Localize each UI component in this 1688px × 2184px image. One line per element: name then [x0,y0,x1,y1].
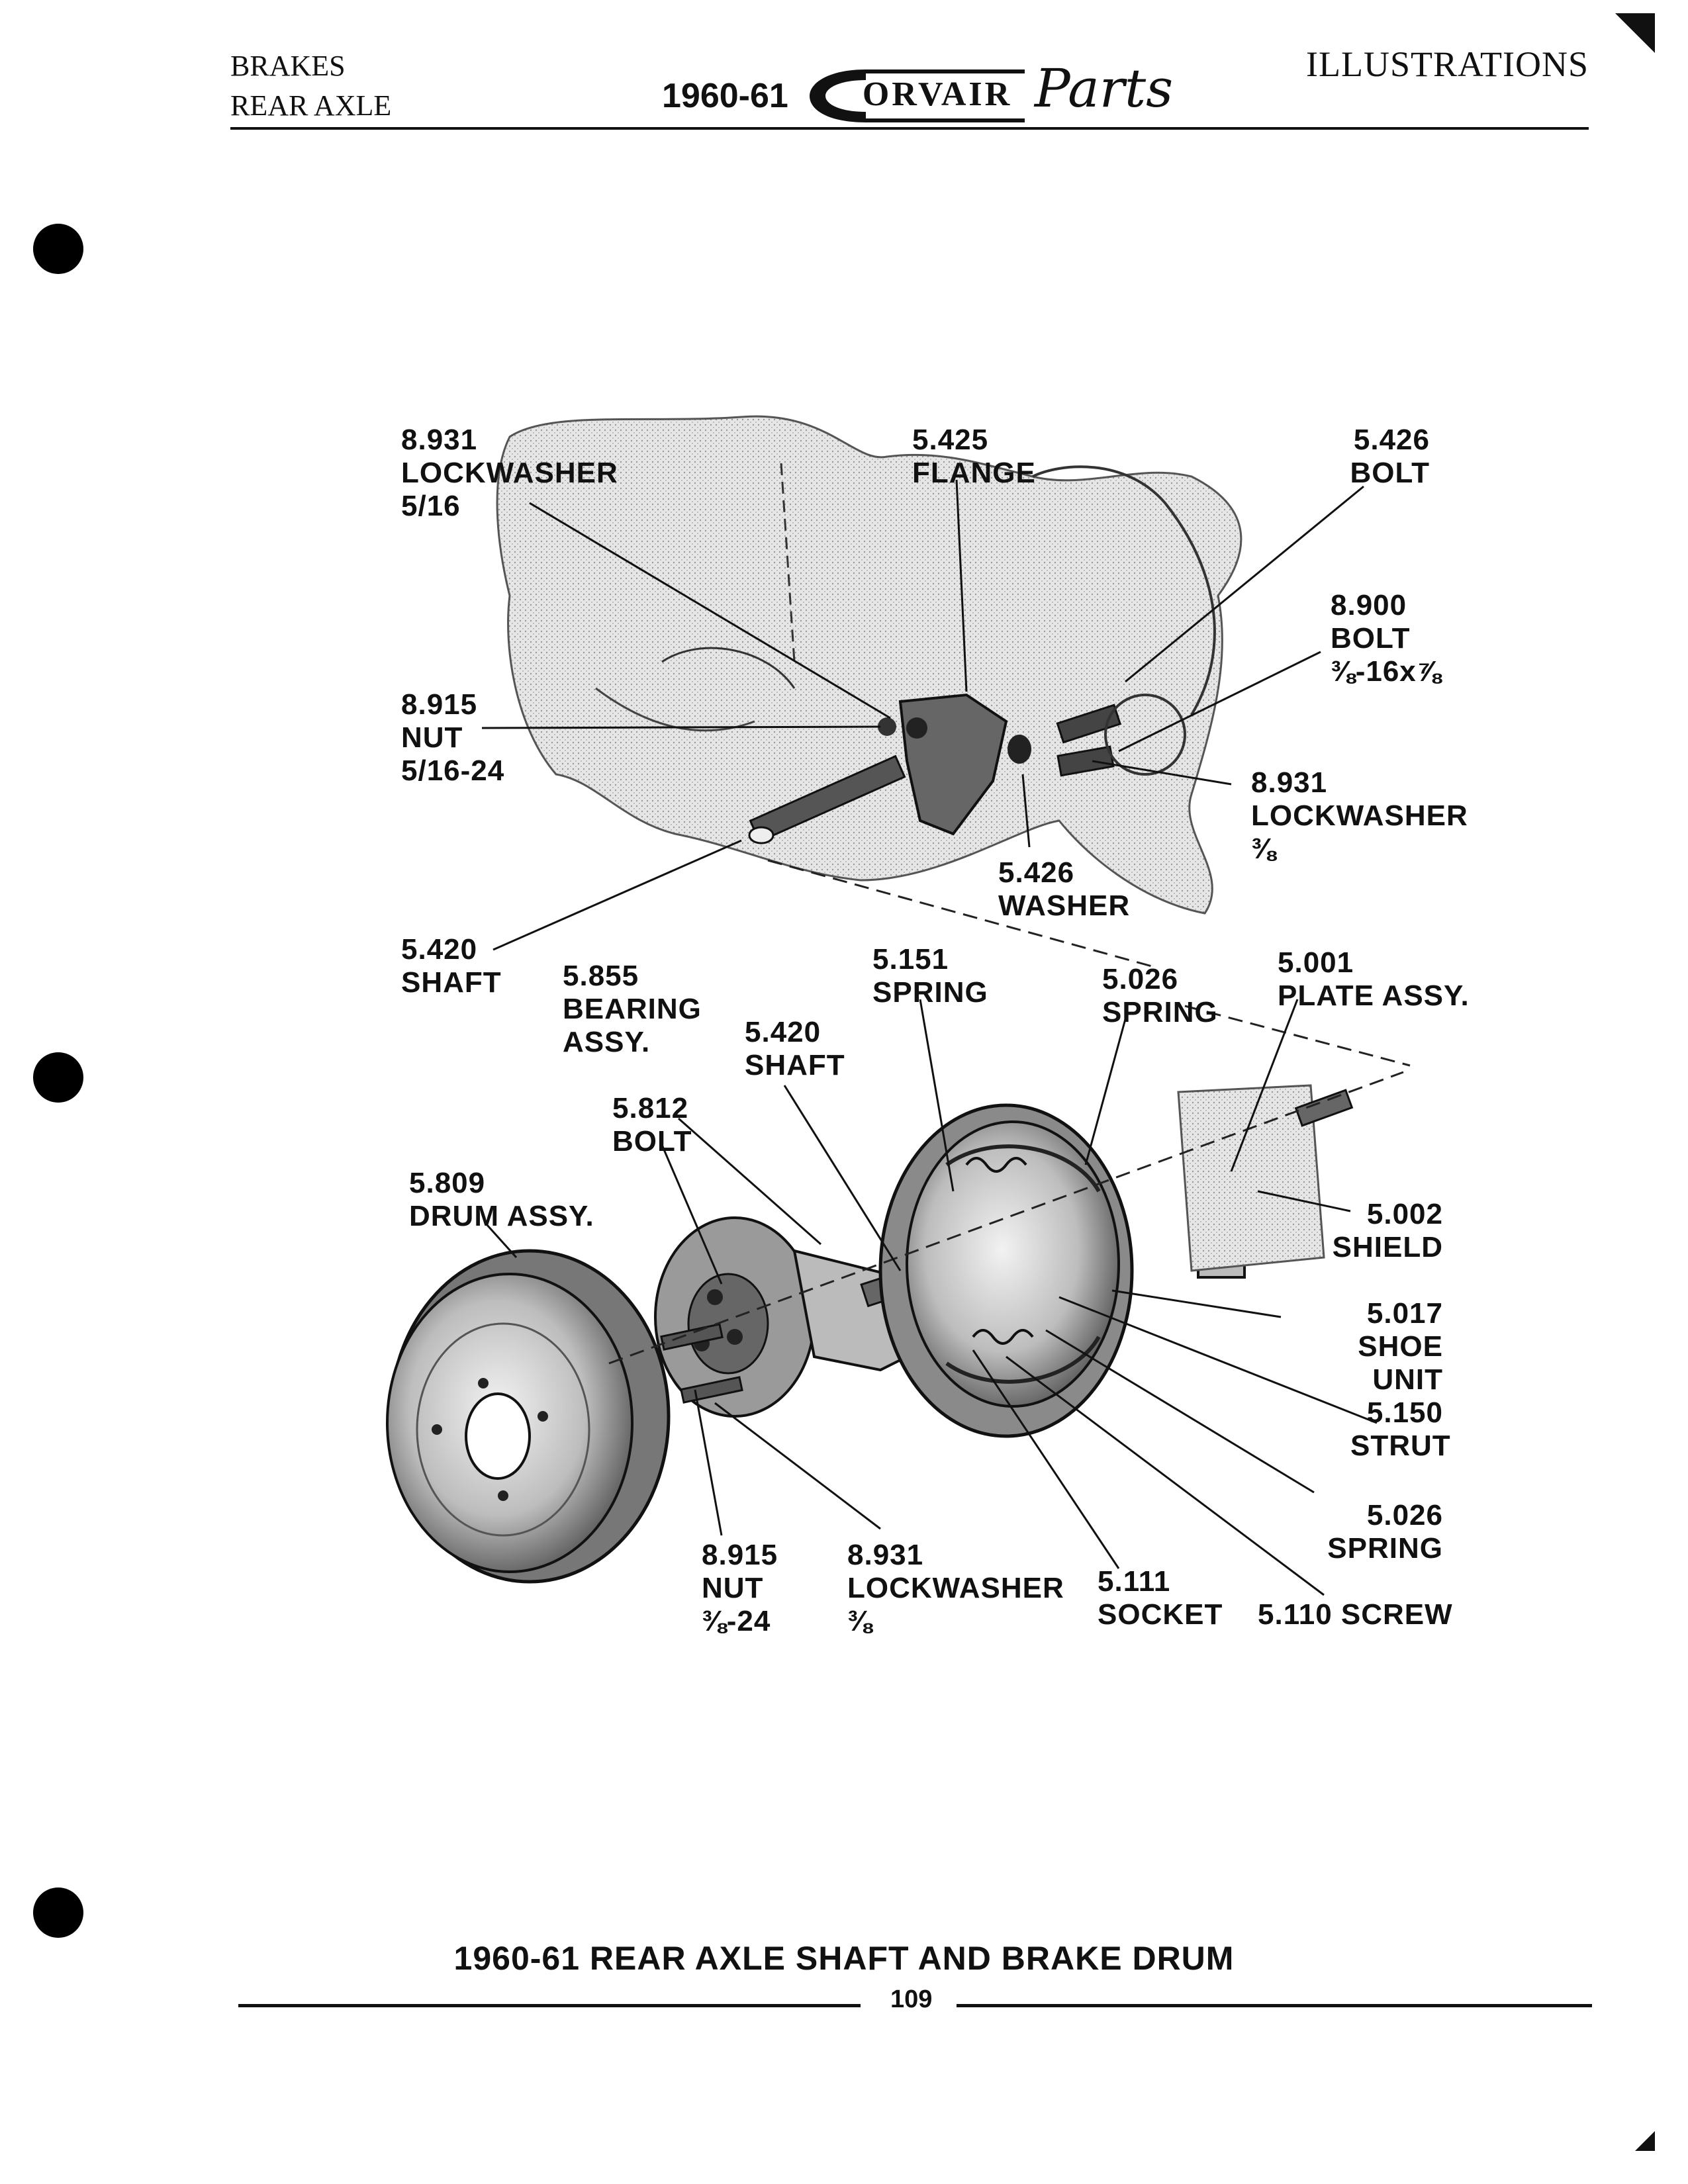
callout-shield-5002: 5.002 SHIELD [1332,1198,1443,1263]
callout-shaft-5420-upper: 5.420 SHAFT [401,933,502,999]
callout-bolt-5812: 5.812 BOLT [612,1092,692,1158]
callout-flange-5425: 5.425 FLANGE [912,424,1036,489]
callout-shaft-5420-lower: 5.420 SHAFT [745,1016,845,1081]
section-line-2: REAR AXLE [230,89,392,122]
assembly-axis-lines [608,859,1411,1365]
callout-washer-5426: 5.426 WASHER [998,856,1131,922]
footer-rule-left [238,2004,861,2007]
logo-swoosh-icon [809,69,1025,122]
callout-bolt-8900: 8.900 BOLT ⅜-16x⅞ [1331,589,1442,688]
callout-spring-5026-upper: 5.026 SPRING [1102,963,1218,1028]
callout-drum-5809: 5.809 DRUM ASSY. [409,1167,594,1232]
page-category-title: ILLUSTRATIONS [1306,44,1589,84]
page-number: 109 [890,1985,933,2013]
callout-bearing-5855: 5.855 BEARING ASSY. [563,960,702,1058]
logo-script-text: Parts [1034,58,1174,119]
logo-brand-text: ORVAIR [862,75,1013,113]
binder-hole-icon [33,1888,83,1938]
binder-hole-icon [33,1052,83,1103]
brake-backing-plate [878,1084,1354,1438]
rear-housing-background [496,415,1243,915]
callout-strut-5150: 5.150 STRUT [1350,1396,1451,1462]
callout-screw-5110: 5.110 SCREW [1258,1598,1453,1631]
section-line-1: BRAKES [230,50,346,82]
callout-spring-5026-lower: 5.026 SPRING [1327,1499,1443,1565]
upper-axle-parts [748,693,1186,844]
header-years: 1960-61 [662,77,788,115]
callout-lockwasher-8931-lower: 8.931 LOCKWASHER ⅜ [847,1539,1064,1637]
callout-plate-5001: 5.001 PLATE ASSY. [1278,946,1470,1012]
brake-drum [386,1249,671,1584]
corvair-parts-logo: ORVAIR Parts [803,58,1174,129]
corner-triangle-icon [1615,13,1655,62]
section-heading: BRAKES REAR AXLE [230,46,391,126]
callout-lockwasher-8931-right: 8.931 LOCKWASHER ⅜ [1251,766,1468,865]
callout-shoe-5017: 5.017 SHOE UNIT [1358,1297,1443,1396]
footer-rule-right [957,2004,1592,2007]
callout-nut-8915-upper: 8.915 NUT 5/16-24 [401,688,505,787]
callout-leader-lines [481,479,1378,1596]
callout-lockwasher-8931-upper: 8.931 LOCKWASHER 5/16 [401,424,618,522]
callout-socket-5111: 5.111 SOCKET [1098,1565,1223,1631]
header-logo-block: 1960-61 ORVAIR Parts [662,58,1174,129]
callout-spring-5151: 5.151 SPRING [872,943,988,1009]
corner-triangle-icon [1635,2131,1655,2154]
binder-hole-icon [33,224,83,274]
figure-caption: 1960-61 REAR AXLE SHAFT AND BRAKE DRUM [453,1940,1235,1977]
callout-bolt-5426: 5.426 BOLT [1350,424,1430,489]
header-rule [230,127,1589,130]
callout-nut-8915-lower: 8.915 NUT ⅜-24 [702,1539,778,1637]
